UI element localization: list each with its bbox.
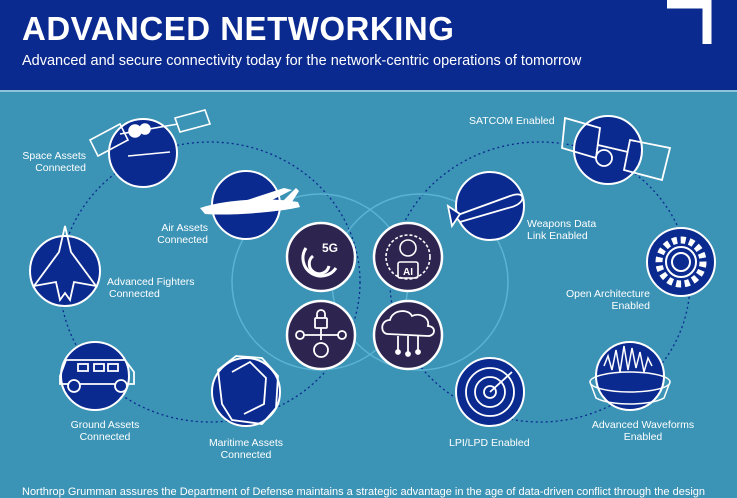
- radar-icon: [465, 367, 515, 417]
- label-line: Open Architecture: [565, 288, 650, 300]
- node-open-architecture: [646, 227, 716, 297]
- label-line: Ground Assets: [70, 419, 140, 431]
- center-node-ai: AI: [372, 221, 444, 293]
- label-maritime-assets: Maritime Assets Connected: [200, 437, 292, 461]
- label-line: Weapons Data: [527, 218, 597, 230]
- label-weapons-data-link: Weapons Data Link Enabled: [527, 218, 596, 242]
- satellite-icon: [88, 109, 212, 158]
- node-satcom: [561, 115, 672, 185]
- page-subtitle: Advanced and secure connectivity today f…: [22, 53, 582, 69]
- header-banner: ADVANCED NETWORKING Advanced and secure …: [0, 0, 737, 90]
- label-line: Advanced Waveforms: [591, 419, 695, 431]
- cloud-icon: [381, 310, 435, 357]
- fighter-jet-icon: [31, 225, 99, 303]
- label-line: Enabled: [611, 300, 650, 312]
- label-air-assets: Air Assets Connected: [120, 222, 208, 246]
- ground-vehicle-icon: [59, 359, 135, 393]
- center-node-cloud: [372, 299, 444, 371]
- ai-chip-icon: [385, 234, 431, 280]
- label-ground-assets: Ground Assets Connected: [60, 419, 150, 443]
- node-maritime-assets: [211, 355, 281, 427]
- ship-icon: [217, 355, 279, 425]
- secure-network-icon: [295, 309, 347, 358]
- node-weapons-data-link: [446, 171, 525, 241]
- node-lpi-lpd: [455, 357, 525, 427]
- center-node-secure-network: [285, 299, 357, 371]
- ai-text: AI: [403, 267, 413, 278]
- page-title: ADVANCED NETWORKING: [22, 10, 455, 47]
- satcom-satellite-icon: [561, 116, 672, 182]
- aircraft-icon: [200, 188, 300, 215]
- label-line: Enabled: [623, 431, 663, 443]
- gear-icon: [655, 236, 707, 288]
- label-line: Connected: [157, 234, 208, 246]
- label-line: Advanced Fighters: [107, 276, 195, 288]
- label-advanced-fighters: Advanced Fighters Connected: [107, 276, 195, 300]
- node-ground-assets: [59, 341, 135, 411]
- node-air-assets: [200, 170, 300, 240]
- label-line: Link Enabled: [527, 230, 588, 242]
- label-line: Connected: [109, 288, 160, 300]
- node-advanced-waveforms: [589, 341, 671, 411]
- network-diagram: 5G AI: [29, 109, 716, 427]
- label-line: SATCOM Enabled: [469, 115, 555, 127]
- label-open-architecture: Open Architecture Enabled: [560, 288, 650, 312]
- label-line: Maritime Assets: [208, 437, 284, 449]
- waveform-dish-icon: [589, 345, 671, 405]
- label-satcom: SATCOM Enabled: [469, 115, 555, 127]
- label-line: Connected: [79, 431, 131, 443]
- label-space-assets: Space Assets Connected: [10, 150, 86, 174]
- label-line: Space Assets: [22, 150, 86, 162]
- corner-bracket-icon: [667, 0, 712, 44]
- 5g-icon: [301, 247, 338, 278]
- label-line: Connected: [35, 162, 86, 174]
- label-line: Air Assets: [161, 222, 208, 234]
- node-space-assets: [88, 109, 212, 188]
- header-divider: [0, 90, 737, 92]
- footer-text: Northrop Grumman assures the Department …: [22, 486, 705, 498]
- label-line: LPI/LPD Enabled: [449, 437, 530, 449]
- 5g-text: 5G: [322, 241, 338, 255]
- label-lpi-lpd: LPI/LPD Enabled: [449, 437, 530, 449]
- center-node-5g: 5G: [285, 221, 357, 293]
- label-advanced-waveforms: Advanced Waveforms Enabled: [585, 419, 701, 443]
- label-line: Connected: [220, 449, 272, 461]
- node-advanced-fighters: [29, 225, 101, 307]
- missile-icon: [446, 193, 524, 229]
